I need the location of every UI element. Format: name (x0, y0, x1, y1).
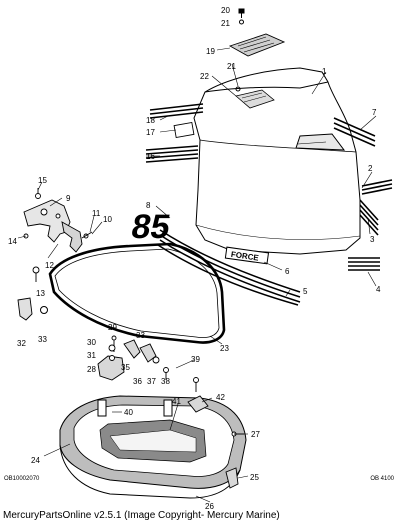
label-35: 35 (121, 363, 130, 372)
label-39: 39 (191, 355, 200, 364)
label-38: 38 (161, 377, 170, 386)
diagram-code-right: OB 4100 (370, 476, 394, 482)
label-9: 9 (66, 194, 71, 203)
label-13: 13 (36, 289, 45, 298)
copyright-caption: MercuryPartsOnline v2.5.1 (Image Copyrig… (3, 510, 280, 521)
label-2: 2 (368, 164, 373, 173)
support-hardware (97, 335, 244, 489)
label-3: 3 (370, 235, 375, 244)
leader-lines (17, 47, 377, 503)
label-31: 31 (87, 351, 96, 360)
label-36: 36 (133, 377, 142, 386)
label-41: 41 (172, 397, 181, 406)
cowl-vent (235, 89, 275, 109)
bracket-32 (17, 297, 33, 321)
label-10: 10 (103, 215, 112, 224)
label-14: 14 (8, 237, 17, 246)
label-16: 16 (146, 152, 155, 161)
decal-17 (173, 122, 195, 138)
label-27: 27 (251, 430, 260, 439)
label-42: 42 (216, 393, 225, 402)
label-24: 24 (31, 456, 40, 465)
fastener-33a (40, 306, 48, 314)
label-11: 11 (92, 209, 101, 218)
brand-badge: FORCE (224, 246, 270, 265)
label-25: 25 (250, 473, 259, 482)
label-8: 8 (146, 201, 151, 210)
screw-20 (238, 8, 245, 25)
label-30: 30 (87, 338, 96, 347)
label-21: 21 (221, 19, 230, 28)
diagram-code-left: OB10002070 (4, 476, 40, 482)
label-32: 32 (17, 339, 26, 348)
label-12: 12 (45, 261, 54, 270)
part-labels: 1 2 3 4 5 6 7 8 9 10 11 12 13 14 15 16 1… (8, 6, 381, 511)
label-22: 22 (200, 72, 209, 81)
model-decal-text: 85 (129, 208, 173, 246)
label-1: 1 (322, 67, 327, 76)
label-18: 18 (146, 116, 155, 125)
label-23: 23 (220, 344, 229, 353)
washer-21b (235, 86, 241, 92)
label-37: 37 (147, 377, 156, 386)
model-decal: 85 (129, 208, 173, 246)
label-33: 33 (38, 335, 47, 344)
label-4: 4 (376, 285, 381, 294)
label-19: 19 (206, 47, 215, 56)
label-26: 26 (205, 502, 214, 511)
label-33b: 33 (136, 331, 145, 340)
label-40: 40 (124, 408, 133, 417)
bottom-cowl (59, 395, 247, 499)
label-15: 15 (38, 176, 47, 185)
label-20: 20 (221, 6, 230, 15)
label-28: 28 (87, 365, 96, 374)
label-17: 17 (146, 128, 155, 137)
label-21b: 21 (227, 62, 236, 71)
brand-badge-text: FORCE (230, 250, 260, 263)
label-5: 5 (303, 287, 308, 296)
top-cowl (193, 67, 361, 255)
label-7: 7 (372, 108, 377, 117)
label-6: 6 (285, 267, 290, 276)
latch-assembly (23, 188, 93, 282)
label-29: 29 (108, 323, 117, 332)
stripe-decals (145, 103, 393, 271)
cowl-seal (48, 242, 226, 344)
vent-cover (228, 33, 286, 57)
